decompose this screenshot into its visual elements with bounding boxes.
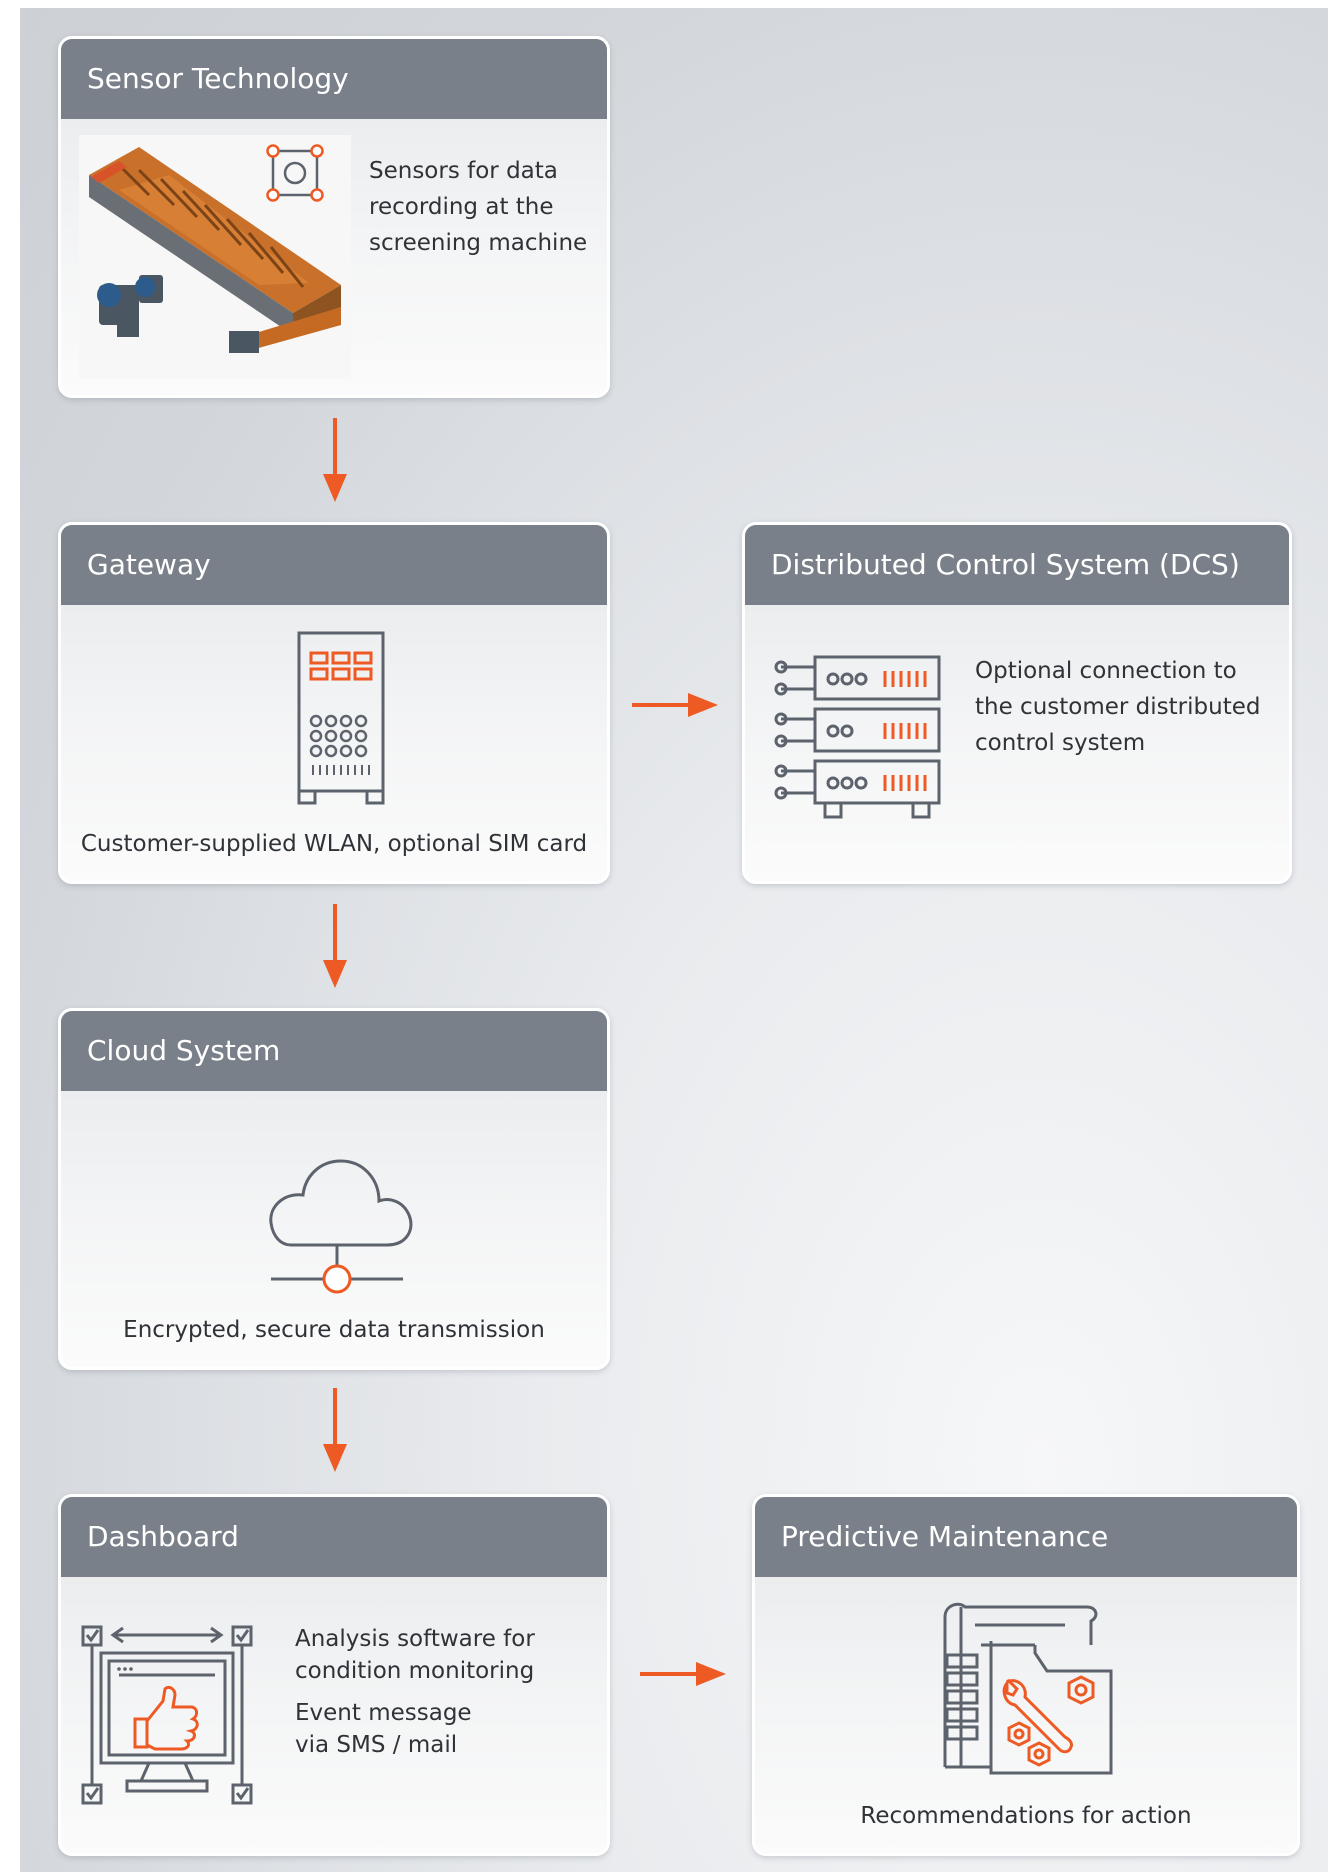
cloud-system-caption: Encrypted, secure data transmission: [123, 1317, 545, 1343]
predictive-maintenance-card: Predictive Maintenance Recommendations: [752, 1494, 1300, 1856]
gateway-title: Gateway: [61, 525, 607, 605]
sensor-icon: [266, 144, 324, 202]
cloud-system-title: Cloud System: [61, 1011, 607, 1091]
arrow-cloud-to-dashboard: [323, 1388, 347, 1472]
dashboard-line2: Event message via SMS / mail: [295, 1700, 472, 1758]
dashboard-title: Dashboard: [61, 1497, 607, 1577]
predictive-maintenance-title: Predictive Maintenance: [755, 1497, 1297, 1577]
arrow-sensor-to-gateway: [323, 418, 347, 502]
gateway-card: Gateway Customer-supplied WLAN, optional…: [58, 522, 610, 884]
arrow-gateway-to-cloud: [323, 904, 347, 988]
dashboard-card: Dashboard Analysis software for conditio…: [58, 1494, 610, 1856]
monitor-thumbs-up-icon: [81, 1625, 253, 1805]
predictive-maintenance-caption: Recommendations for action: [860, 1803, 1192, 1829]
document-wrench-icon: [943, 1602, 1113, 1775]
arrow-gateway-to-dcs: [632, 693, 718, 717]
dcs-description: Optional connection to the customer dist…: [975, 658, 1261, 756]
server-rack-icon: [774, 655, 941, 819]
cloud-network-icon: [269, 1159, 413, 1294]
dcs-title: Distributed Control System (DCS): [745, 525, 1289, 605]
dashboard-line1: Analysis software for condition monitori…: [295, 1626, 535, 1684]
dcs-card: Distributed Control System (DCS): [742, 522, 1292, 884]
arrow-dashboard-to-predictive: [640, 1662, 726, 1686]
sensor-technology-card: Sensor Technology Sensors: [58, 36, 610, 398]
sensor-description: Sensors for data recording at the screen…: [369, 158, 588, 256]
cloud-system-card: Cloud System Encrypted, secure data tran…: [58, 1008, 610, 1370]
gateway-cabinet-icon: [297, 631, 385, 805]
sensor-technology-title: Sensor Technology: [61, 39, 607, 119]
gateway-caption: Customer-supplied WLAN, optional SIM car…: [80, 831, 588, 857]
